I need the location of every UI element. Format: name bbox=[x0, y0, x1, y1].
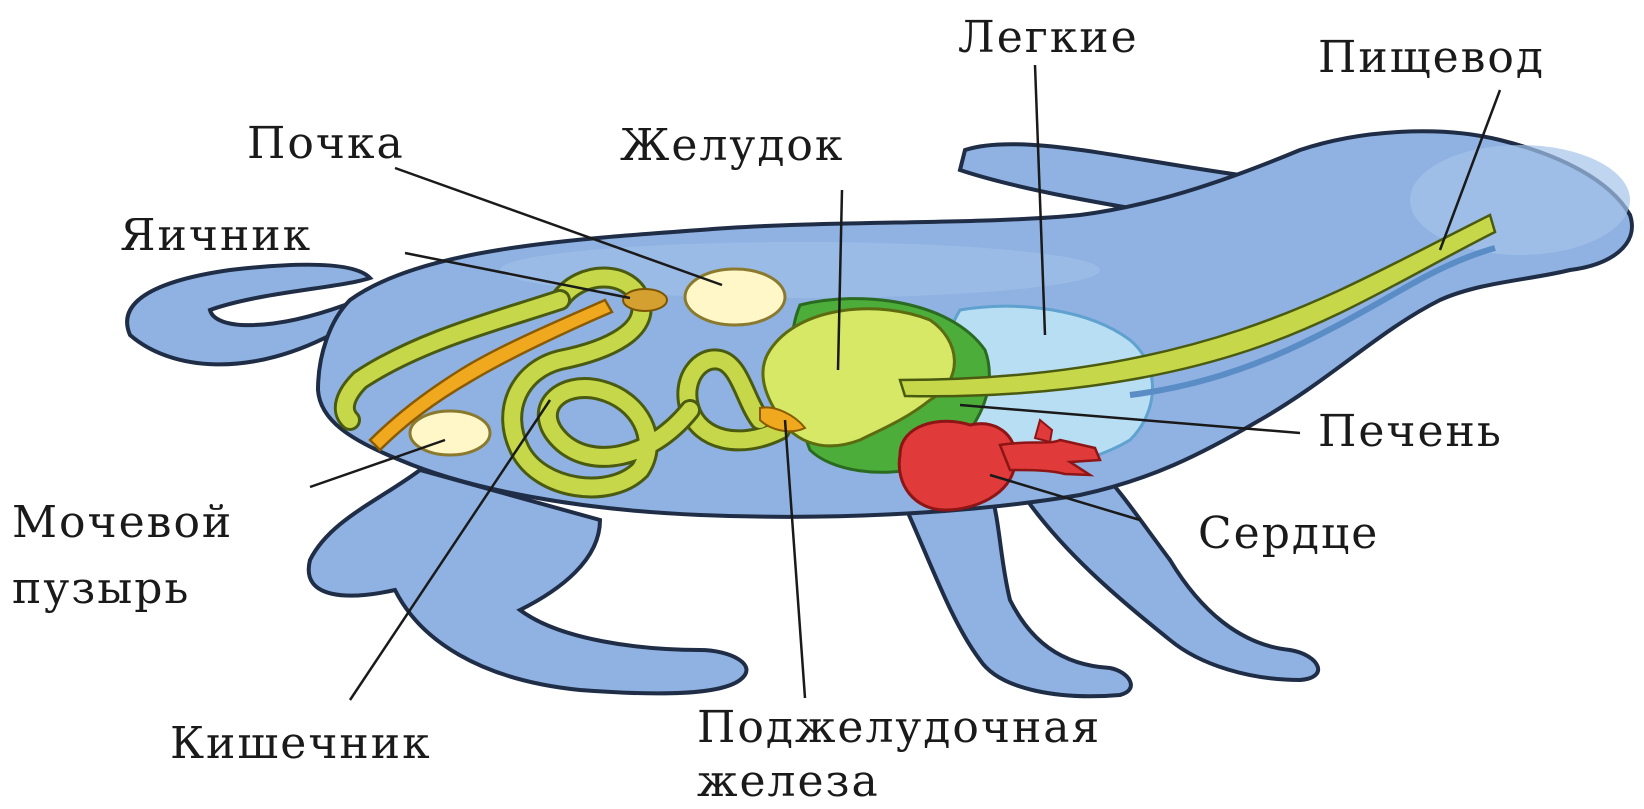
label-lungs: Легкие bbox=[958, 12, 1139, 63]
label-liver: Печень bbox=[1318, 406, 1503, 457]
label-bladder-line1: Мочевой bbox=[12, 497, 233, 548]
label-pancreas-line1: Поджелудочная bbox=[697, 702, 1101, 753]
label-ovary: Яичник bbox=[120, 210, 312, 261]
label-stomach: Желудок bbox=[620, 120, 844, 171]
label-esophagus: Пищевод bbox=[1318, 32, 1545, 83]
ovary-organ bbox=[623, 289, 667, 311]
label-intestine: Кишечник bbox=[170, 718, 432, 769]
label-kidney: Почка bbox=[247, 118, 405, 169]
label-bladder-line2: пузырь bbox=[12, 563, 190, 614]
label-heart: Сердце bbox=[1198, 508, 1379, 559]
front-leg-front bbox=[1020, 470, 1318, 680]
label-pancreas-line2: железа bbox=[697, 756, 880, 804]
